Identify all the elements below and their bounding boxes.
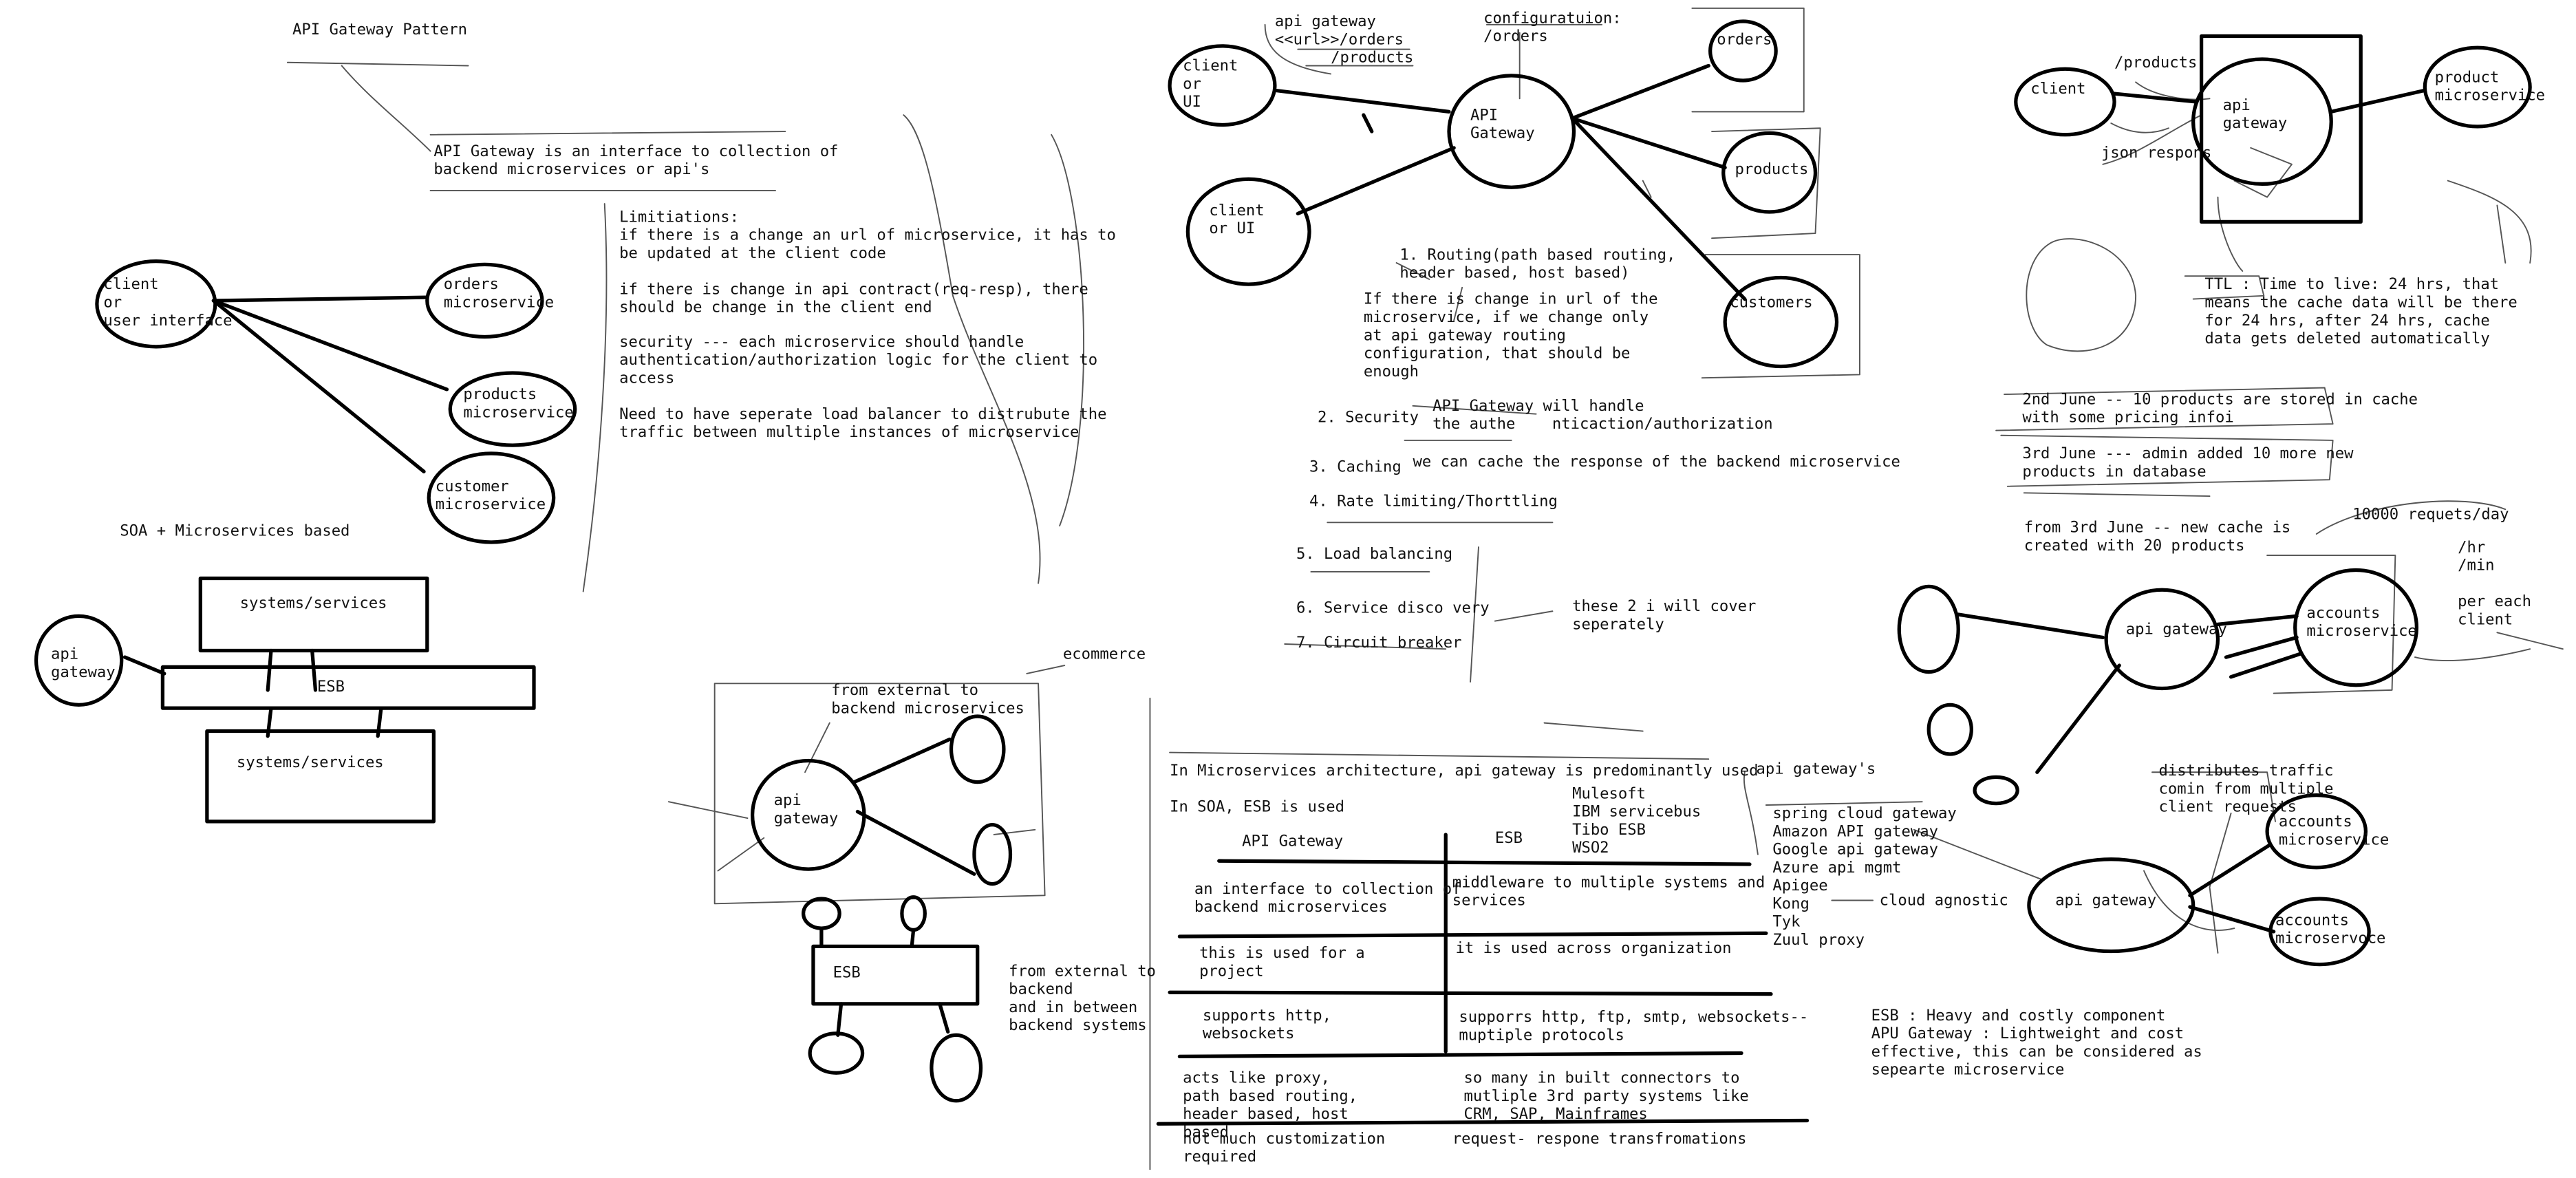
page-title: API Gateway Pattern <box>292 21 467 40</box>
row1-gateway-cell: an interface to collection of backend mi… <box>1194 880 1461 917</box>
orders-node-label: orders microservice <box>443 276 555 312</box>
security-note: API Gateway will handle the authe nticac… <box>1432 397 1773 434</box>
row1-esb-cell: middleware to multiple systems and servi… <box>1452 874 1765 910</box>
feature-service-discovery: 6. Service disco very <box>1296 599 1490 618</box>
row5-gateway-cell: not much customization required <box>1183 1130 1386 1167</box>
config-note: configuratuion: /orders <box>1483 10 1622 46</box>
limitation-url-change: if there is a change an url of microserv… <box>619 226 1116 264</box>
row4-esb-cell: so many in built connectors to mutliple … <box>1463 1069 1749 1124</box>
feature-load-balancing: 5. Load balancing <box>1296 545 1453 564</box>
limitation-contract-change: if there is change in api contract(req-r… <box>619 281 1088 317</box>
external-to-backend-note: from external to backend microservices <box>831 681 1024 718</box>
products-node-label: products microservice <box>463 386 574 422</box>
row3-esb-cell: supporrs http, ftp, smtp, websockets-- m… <box>1459 1009 1809 1045</box>
esb-vs-gateway-summary: ESB : Heavy and costly component APU Gat… <box>1871 1007 2202 1080</box>
cover-separately-note: these 2 i will cover seperately <box>1572 598 1757 634</box>
lb-accounts-node-1: accounts microservice <box>2278 813 2390 850</box>
june2-note: 2nd June -- 10 products are stored in ca… <box>2022 391 2418 427</box>
row3-gateway-cell: supports http, websockets <box>1202 1007 1331 1044</box>
products-service-node: products <box>1735 161 1809 180</box>
limitation-security: security --- each microservice should ha… <box>619 333 1098 388</box>
api-gateway-node: API Gateway <box>1470 107 1535 143</box>
ecommerce-label: ecommerce <box>1062 645 1146 664</box>
col-header-esb: ESB <box>1494 829 1523 848</box>
cache-products-path: /products <box>2114 54 2198 73</box>
orders-service-node: orders <box>1717 31 1772 50</box>
feature-rate-limiting: 4. Rate limiting/Thorttling <box>1309 493 1558 511</box>
distributes-traffic-note: distributes traffic comin from multiple … <box>2158 762 2334 817</box>
feature-caching: 3. Caching <box>1309 458 1402 477</box>
caching-note: we can cache the response of the backend… <box>1413 453 1900 472</box>
requests-per-day-note: 10000 requets/day <box>2352 506 2509 524</box>
customer-node-label: customer microservice <box>435 478 546 515</box>
cache-client-node: client <box>2030 81 2086 99</box>
rate-units-note: /hr /min <box>2458 539 2495 575</box>
esb-bar-label: ESB <box>316 678 345 697</box>
client-ui-node-2: client or UI <box>1209 202 1265 239</box>
client-ui-node-1: client or UI <box>1183 57 1238 112</box>
soa-gateway-label: api gateway <box>51 645 116 682</box>
product-microservice-node: product microservice <box>2434 69 2546 105</box>
new-cache-note: from 3rd June -- new cache is created wi… <box>2024 519 2291 556</box>
row2-esb-cell: it is used across organization <box>1455 939 1732 959</box>
esb-examples: Mulesoft IBM servicebus Tibo ESB WSO2 <box>1572 785 1702 858</box>
customers-service-node: customers <box>1730 294 1813 312</box>
per-client-note: per each client <box>2458 592 2532 630</box>
rate-gateway-node: api gateway <box>2125 621 2227 639</box>
comparison-intro-soa: In SOA, ESB is used <box>1170 798 1345 817</box>
june3-note: 3rd June --- admin added 10 more new pro… <box>2022 445 2354 482</box>
routing-note: If there is change in url of the microse… <box>1363 290 1658 381</box>
esb-external-note: from external to backend and in between … <box>1009 963 1156 1036</box>
ecommerce-gateway-label: api gateway <box>773 791 839 828</box>
ecommerce-esb-label: ESB <box>833 964 861 983</box>
row2-gateway-cell: this is used for a project <box>1199 944 1365 981</box>
row4-gateway-cell: acts like proxy, path based routing, hea… <box>1183 1069 1358 1142</box>
row5-esb-cell: request- respone transfromations <box>1452 1130 1747 1149</box>
systems-top-label: systems/services <box>239 595 387 613</box>
cache-gateway-node: api gateway <box>2222 96 2288 133</box>
rate-accounts-node: accounts microservice <box>2306 604 2417 641</box>
client-node-label: client or user interface <box>103 276 233 330</box>
feature-security: 2. Security <box>1317 409 1419 427</box>
lb-gateway-node: api gateway <box>2055 892 2157 910</box>
json-response-note: json respons <box>2101 144 2212 163</box>
col-header-api-gateway: API Gateway <box>1242 833 1344 851</box>
cloud-agnostic-note: cloud agnostic <box>1879 892 2008 910</box>
lb-accounts-node-2: accounts microservoce <box>2275 912 2386 948</box>
limitation-load-balancer: Need to have seperate load balancer to d… <box>619 405 1107 442</box>
gateway-products-list: spring cloud gateway Amazon API gateway … <box>1772 805 1957 950</box>
soa-heading: SOA + Microservices based <box>120 522 350 541</box>
definition-note: API Gateway is an interface to collectio… <box>433 142 839 180</box>
gateway-url-note: api gateway <<url>>/orders <box>1274 13 1404 50</box>
limitations-heading: Limitiations: <box>619 208 739 227</box>
feature-circuit-breaker: 7. Circuit breaker <box>1296 634 1462 652</box>
products-path-note: /products <box>1331 49 1414 67</box>
systems-bottom-label: systems/services <box>236 753 384 773</box>
feature-routing: 1. Routing(path based routing, header ba… <box>1399 246 1676 283</box>
ttl-note: TTL : Time to live: 24 hrs, that means t… <box>2204 276 2518 349</box>
gateway-products-heading: api gateway's <box>1756 760 1876 779</box>
comparison-intro-microservices: In Microservices architecture, api gatew… <box>1170 762 1759 781</box>
